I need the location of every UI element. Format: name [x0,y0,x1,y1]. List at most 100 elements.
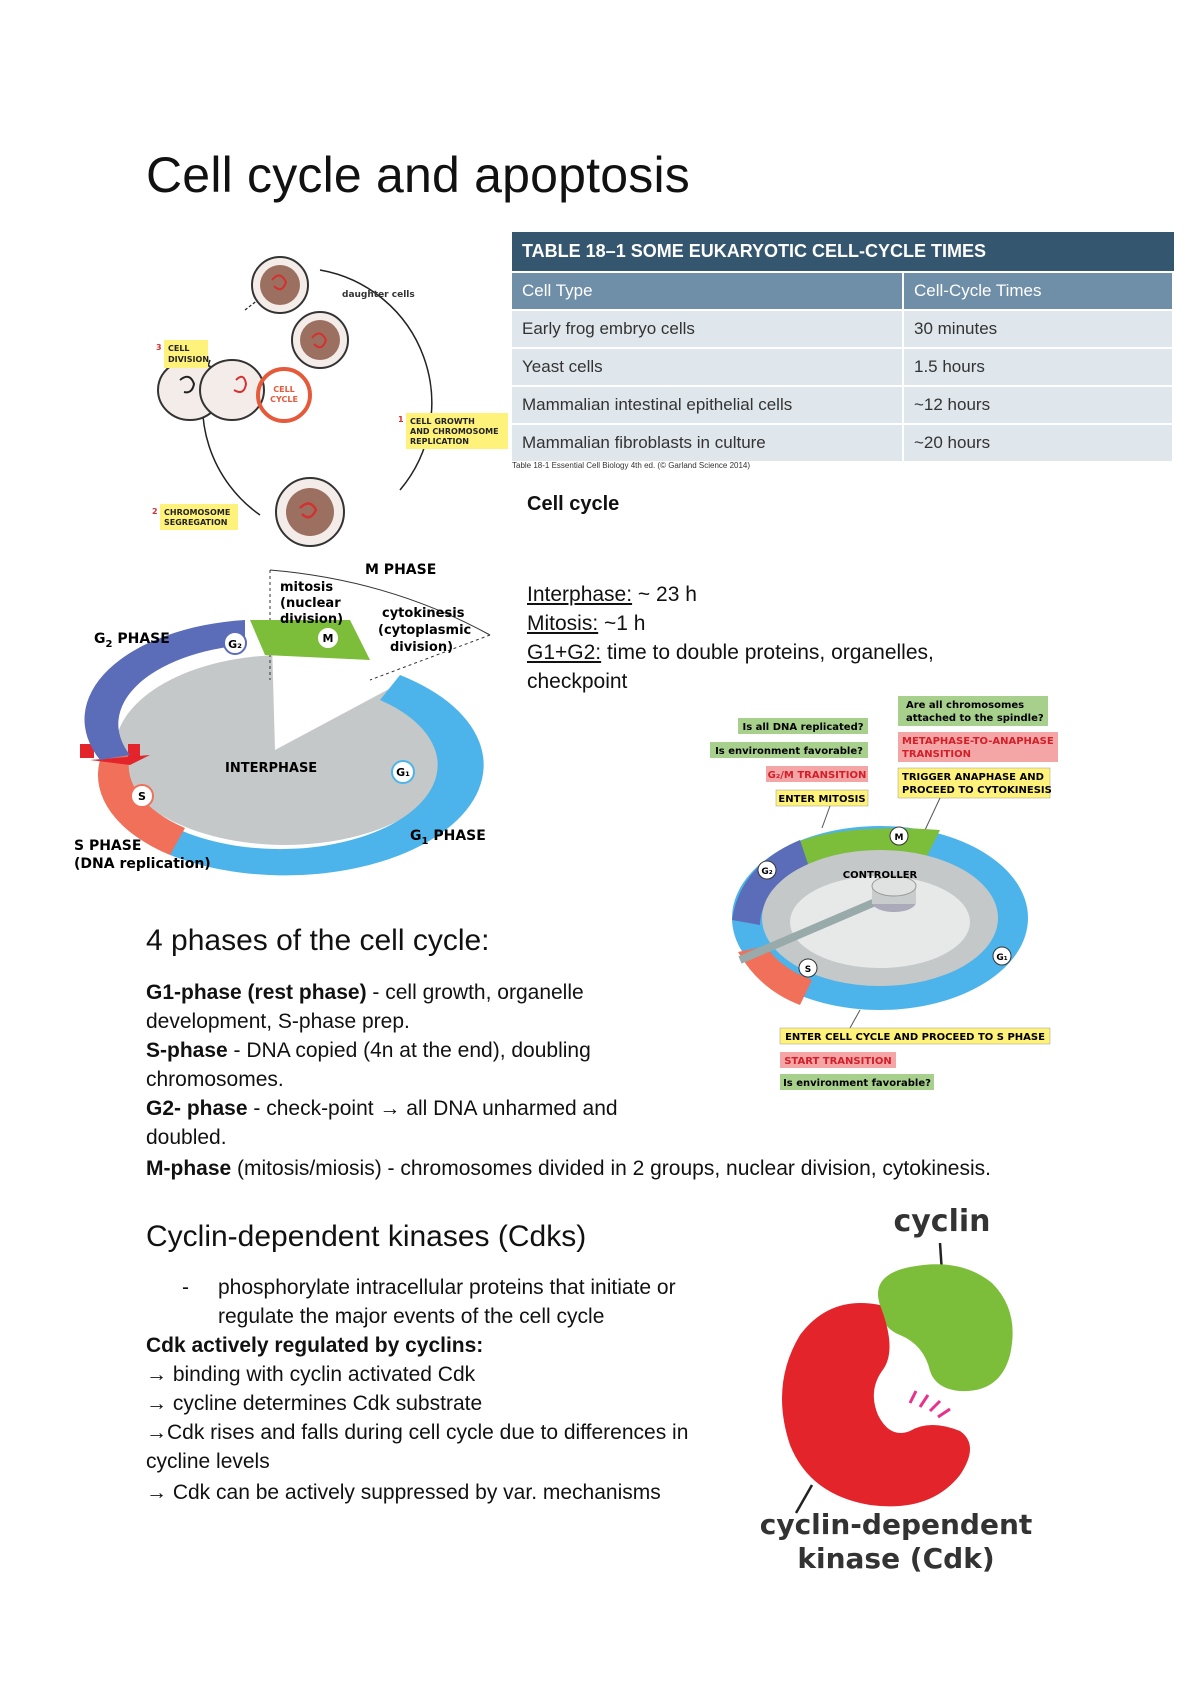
table-row: Early frog embryo cells 30 minutes [512,309,1174,348]
q-dna-tag [738,718,868,734]
mitosis-label-3: division) [280,612,343,627]
trigger-2: PROCEED TO CYTOKINESIS [902,785,1052,796]
q-env2-tag [780,1074,934,1090]
controller-g2: G₂ [761,867,772,877]
cdks-line-5: → Cdk can be actively suppressed by var.… [146,1481,661,1504]
cdk-shape [782,1303,970,1507]
step3-num: 3 [156,343,162,352]
table-header: Cell Type [512,271,904,310]
cdks-dash: - [182,1276,189,1299]
meta-1: METAPHASE-TO-ANAPHASE [902,736,1054,747]
phase-g2-line2: doubled. [146,1126,227,1149]
phase-g2-text: - check-point → all DNA unharmed and [247,1097,618,1120]
step3-tag-bg [164,340,208,368]
table-cell: 30 minutes [903,309,1174,348]
g1g2-value: time to double proteins, organelles, [601,641,934,664]
controller-label: CONTROLLER [843,870,918,881]
step3-line2: DIVISION [168,355,209,364]
cyclin-cdk-figure: cyclin cyclin-dependent kinase (Cdk) [760,1204,1032,1575]
table-cell: Early frog embryo cells [512,309,904,348]
interphase-disk [115,655,455,845]
cell-cycle-center: CELL CYCLE [256,367,312,423]
phase-m-label: M-phase [146,1157,232,1180]
cell-cycle-phase-ring-figure: G₂ M G₁ S M PHASE mitosis (nuclear divis… [74,562,491,876]
step2-tag-bg [160,504,238,530]
cdks-line-1: → binding with cyclin activated Cdk [146,1363,476,1386]
table-cell: Mammalian fibroblasts in culture [512,423,904,461]
center-label-1: CELL [273,385,295,394]
controller-s-marker [798,958,818,978]
enter-mitosis-tag [775,789,869,807]
cytokinesis-label-1: cytokinesis [382,606,465,621]
enter-mitosis: ENTER MITOSIS [778,794,865,805]
q-spindle-1: Are all chromosomes [906,700,1024,711]
q-spindle-2: attached to the spindle? [906,713,1044,724]
m-phase-label: M PHASE [365,562,436,578]
controller-s: S [805,965,811,975]
phase-s-label: S-phase [146,1039,228,1062]
g1-phase-label: G1 PHASE [410,828,486,847]
cyclin-label: cyclin [893,1204,990,1239]
g1-marker [391,760,415,784]
step1-line2: AND CHROMOSOME [410,427,499,436]
m-phase-wedge [270,570,490,750]
table-header-row: Cell Type Cell-Cycle Times [512,271,1174,310]
g2-phase-label: G2 PHASE [94,631,170,650]
cytokinesis-label-2: (cytoplasmic [378,623,471,638]
dividing-cell [157,359,265,421]
table-cell: ~12 hours [903,385,1174,424]
cyclin-shape [878,1264,1013,1392]
step2-line1: CHROMOSOME [164,508,230,517]
phase-g1: G1-phase (rest phase) - cell growth, org… [146,978,686,1007]
mitosis-label-1: mitosis [280,580,333,595]
interphase-label: INTERPHASE [225,761,317,776]
g1-marker-label: G₁ [396,766,410,779]
mitosis-label: Mitosis: [527,612,599,635]
g2m-tag [766,766,868,782]
table-credit: Table 18-1 Essential Cell Biology 4th ed… [512,461,751,470]
g1g2-label: G1+G2: [527,641,602,664]
mitosis-value: ~1 h [598,612,646,635]
growing-cell [275,477,345,547]
mitosis-label-2: (nuclear [280,596,341,611]
daughter-cell-top [251,256,309,314]
s-marker [130,784,154,808]
step2-line2: SEGREGATION [164,518,227,527]
table-cell: Yeast cells [512,347,904,386]
q-env: Is environment favorable? [715,746,863,757]
table-cell: ~20 hours [903,423,1174,461]
phase-s-text: - DNA copied (4n at the end), doubling [227,1039,591,1062]
controller-m-marker [889,826,909,846]
table-cell: 1.5 hours [903,347,1174,386]
cdks-heading: Cyclin-dependent kinases (Cdks) [146,1220,587,1253]
phase-g1-text: - cell growth, organelle [366,981,584,1004]
phase-g2-label: G2- phase [146,1097,248,1120]
step1-line1: CELL GROWTH [410,417,475,426]
cdk-label-2: kinase (Cdk) [797,1542,994,1575]
center-label-2: CYCLE [270,395,298,404]
start-tag [780,1052,896,1068]
table-cell: Mammalian intestinal epithelial cells [512,385,904,424]
s-marker-label: S [138,790,146,803]
kinase-activity-marks [908,1390,951,1419]
g1g2-line-2: checkpoint [527,670,628,693]
q-dna: Is all DNA replicated? [742,722,863,733]
m-marker [316,626,340,650]
table-caption: TABLE 18–1 SOME EUKARYOTIC CELL-CYCLE TI… [512,232,1174,271]
m-marker-label: M [323,632,334,645]
cell-cycle-controller-figure: Is all DNA replicated? Is environment fa… [710,696,1058,1090]
cdks-bullet1b: regulate the major events of the cell cy… [218,1305,605,1328]
meta-2: TRANSITION [902,749,971,760]
phase-s-line2: chromosomes. [146,1068,284,1091]
g2-marker-label: G₂ [228,638,242,651]
table-header: Cell-Cycle Times [903,271,1174,310]
cell-cycle-times-table: TABLE 18–1 SOME EUKARYOTIC CELL-CYCLE TI… [512,232,1174,461]
phase-m-text: (mitosis/miosis) - chromosomes divided i… [231,1157,991,1180]
g1g2-line: G1+G2: time to double proteins, organell… [527,638,934,667]
mitosis-line: Mitosis: ~1 h [527,609,645,638]
interphase-value: ~ 23 h [632,583,697,606]
cdks-line-4: cycline levels [146,1450,270,1473]
controller-g2-segment [732,840,810,925]
page-title: Cell cycle and apoptosis [146,147,690,203]
phase-g1-label: G1-phase (rest phase) [146,981,367,1004]
